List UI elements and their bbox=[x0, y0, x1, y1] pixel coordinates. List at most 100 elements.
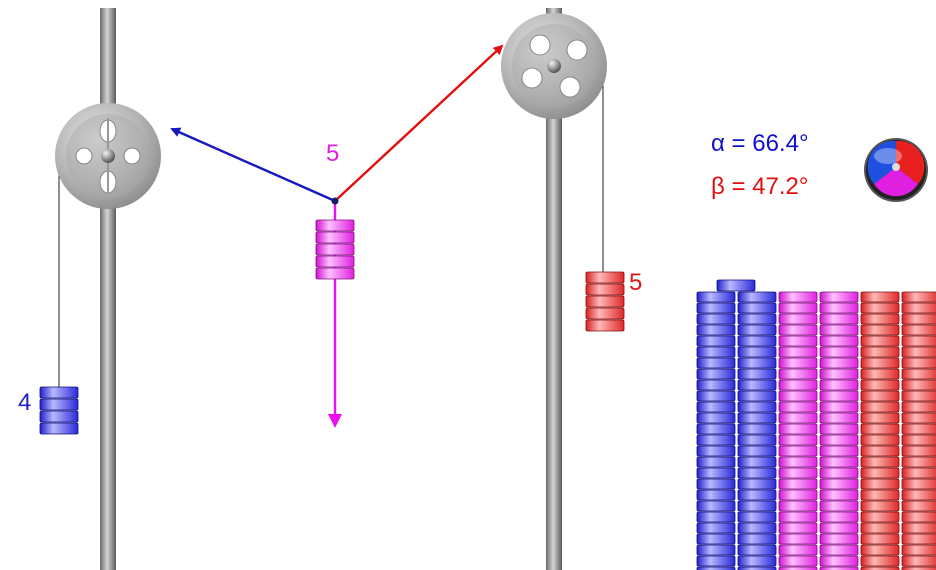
reservoir-disc bbox=[901, 401, 936, 413]
reservoir-disc bbox=[737, 346, 777, 358]
weight-disc bbox=[315, 243, 355, 256]
reservoir-disc bbox=[696, 302, 736, 314]
reservoir-disc bbox=[819, 423, 859, 435]
reservoir-disc bbox=[819, 500, 859, 512]
left-weight-stack[interactable] bbox=[39, 386, 79, 435]
reservoir-disc bbox=[778, 522, 818, 534]
left-pulley[interactable] bbox=[55, 103, 161, 209]
weight-disc bbox=[315, 255, 355, 268]
weight-disc bbox=[39, 398, 79, 411]
weight-disc bbox=[585, 319, 625, 332]
reservoir-disc bbox=[737, 555, 777, 567]
reservoir-disc bbox=[819, 291, 859, 303]
reservoir-disc bbox=[901, 445, 936, 457]
reservoir-disc bbox=[901, 489, 936, 501]
reservoir-disc bbox=[860, 291, 900, 303]
reservoir-disc bbox=[737, 291, 777, 303]
reservoir-disc bbox=[696, 478, 736, 490]
center-mass-count: 5 bbox=[326, 140, 340, 167]
weight-disc bbox=[315, 219, 355, 232]
reservoir-disc bbox=[819, 412, 859, 424]
reservoir-disc bbox=[901, 302, 936, 314]
reservoir-disc bbox=[901, 456, 936, 468]
reservoir-disc bbox=[778, 324, 818, 336]
reservoir-disc bbox=[819, 511, 859, 523]
reservoir-disc bbox=[696, 291, 736, 303]
reservoir-disc bbox=[819, 357, 859, 369]
center-weight-stack[interactable] bbox=[315, 219, 355, 280]
reservoir-disc bbox=[860, 335, 900, 347]
reservoir-disc bbox=[778, 390, 818, 402]
reservoir-disc bbox=[819, 467, 859, 479]
reservoir-disc bbox=[901, 346, 936, 358]
tri-color-wheel-icon[interactable] bbox=[864, 138, 928, 202]
reservoir-disc bbox=[901, 335, 936, 347]
reservoir-disc bbox=[778, 533, 818, 545]
beta-angle-label: β = 47.2° bbox=[711, 173, 809, 200]
reservoir-disc bbox=[819, 324, 859, 336]
reservoir-disc bbox=[860, 445, 900, 457]
reservoir-disc bbox=[860, 346, 900, 358]
reservoir-disc bbox=[778, 335, 818, 347]
left-pole bbox=[100, 8, 116, 570]
blue-tension-arrow bbox=[170, 127, 336, 203]
reservoir-disc bbox=[696, 544, 736, 556]
reservoir-disc bbox=[901, 390, 936, 402]
reservoir-disc bbox=[737, 401, 777, 413]
reservoir-disc bbox=[819, 434, 859, 446]
reservoir-disc bbox=[901, 357, 936, 369]
right-weight-stack[interactable] bbox=[585, 271, 625, 332]
reservoir-disc bbox=[696, 533, 736, 545]
reservoir-disc bbox=[778, 456, 818, 468]
reservoir-disc bbox=[860, 423, 900, 435]
knot-point[interactable] bbox=[331, 197, 339, 205]
reservoir-disc bbox=[901, 555, 936, 567]
weight-disc bbox=[315, 231, 355, 244]
reservoir-disc bbox=[696, 489, 736, 501]
weight-disc bbox=[585, 283, 625, 296]
reservoir-disc bbox=[737, 511, 777, 523]
weight-disc bbox=[585, 271, 625, 284]
reservoir-disc bbox=[778, 511, 818, 523]
reservoir-disc bbox=[737, 478, 777, 490]
reservoir-disc bbox=[778, 302, 818, 314]
reservoir-disc bbox=[778, 555, 818, 567]
left-mass-count: 4 bbox=[18, 389, 32, 416]
reservoir-disc bbox=[901, 313, 936, 325]
reservoir-disc bbox=[696, 522, 736, 534]
reservoir-disc bbox=[860, 478, 900, 490]
right-pulley[interactable] bbox=[501, 13, 607, 119]
reservoir-disc bbox=[737, 500, 777, 512]
reservoir-disc bbox=[737, 533, 777, 545]
reservoir-disc bbox=[860, 500, 900, 512]
reservoir-disc bbox=[737, 357, 777, 369]
reservoir-disc bbox=[778, 346, 818, 358]
reservoir-disc bbox=[901, 467, 936, 479]
reservoir-disc bbox=[819, 346, 859, 358]
reservoir-disc bbox=[737, 456, 777, 468]
reservoir-disc bbox=[778, 291, 818, 303]
reservoir-disc bbox=[819, 335, 859, 347]
reservoir-disc bbox=[901, 522, 936, 534]
reservoir-disc bbox=[696, 346, 736, 358]
reservoir-disc bbox=[778, 478, 818, 490]
reservoir-disc bbox=[696, 379, 736, 391]
reservoir-disc bbox=[696, 335, 736, 347]
reservoir-disc bbox=[860, 467, 900, 479]
reservoir-disc bbox=[778, 489, 818, 501]
reservoir-disc bbox=[860, 544, 900, 556]
reservoir-disc bbox=[778, 467, 818, 479]
reservoir-disc bbox=[737, 324, 777, 336]
reservoir-disc bbox=[819, 313, 859, 325]
reservoir-disc bbox=[819, 555, 859, 567]
reservoir-disc bbox=[737, 566, 777, 570]
reservoir-disc bbox=[778, 401, 818, 413]
reservoir-disc bbox=[860, 324, 900, 336]
reservoir-disc bbox=[737, 412, 777, 424]
reservoir-disc bbox=[737, 467, 777, 479]
reservoir-disc bbox=[737, 489, 777, 501]
right-mass-count: 5 bbox=[629, 269, 643, 296]
reservoir-disc bbox=[737, 390, 777, 402]
reservoir-disc bbox=[778, 379, 818, 391]
weight-reservoir[interactable] bbox=[696, 279, 936, 570]
